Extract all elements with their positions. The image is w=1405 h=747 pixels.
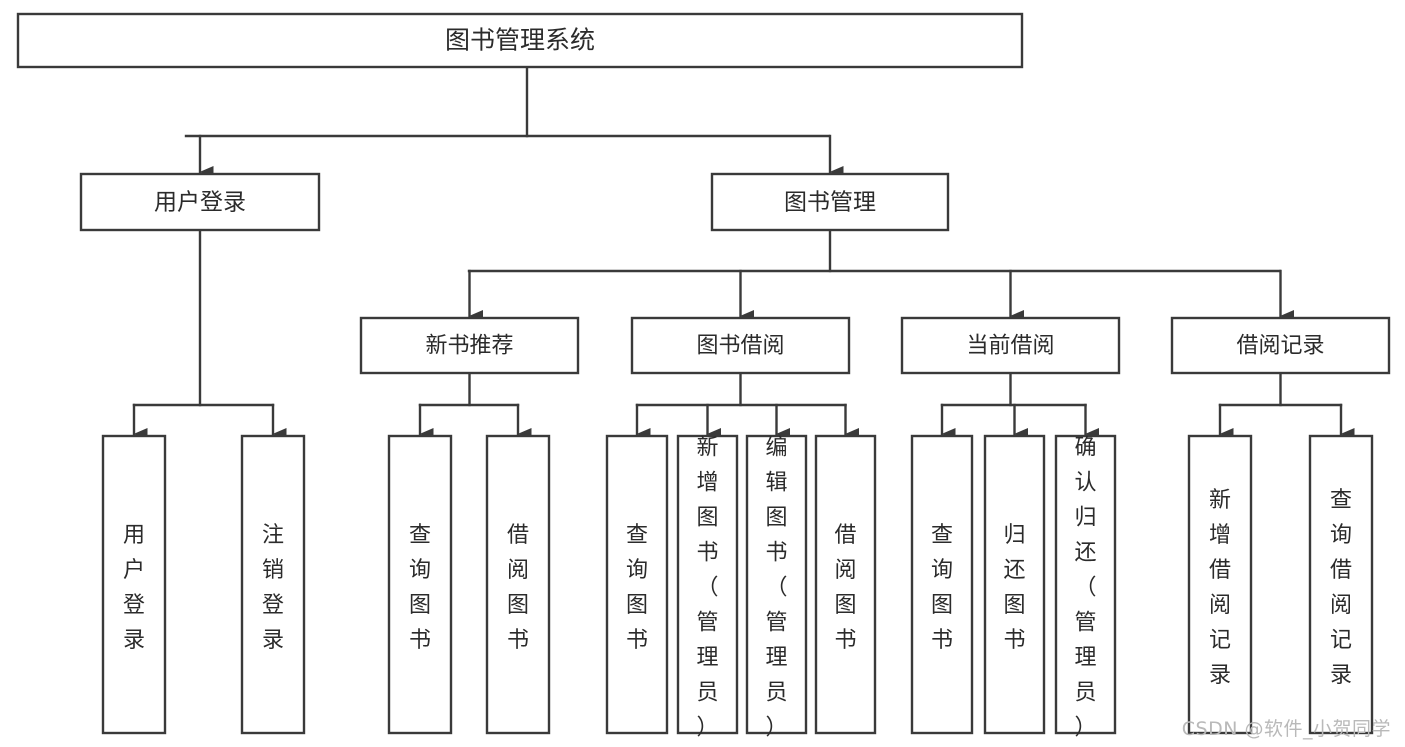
leaf-node-5[interactable]: 新增图书（管理员）	[676, 434, 739, 740]
leaf-node-4[interactable]: 查询图书	[605, 434, 669, 735]
leaf-node-9-label: 归还图书	[1003, 523, 1025, 653]
leaf-node-0[interactable]: 用户登录	[101, 434, 167, 735]
level2-node-3[interactable]: 借阅记录	[1170, 316, 1391, 375]
root-node-book-management-system[interactable]: 图书管理系统	[16, 12, 1024, 69]
leaf-node-8[interactable]: 查询图书	[910, 434, 974, 735]
leaf-node-7[interactable]: 借阅图书	[814, 434, 877, 735]
leaf-node-5-label: 新增图书（管理员）	[696, 435, 718, 740]
level2-node-1[interactable]: 图书借阅	[630, 316, 851, 375]
level1-node-1[interactable]: 图书管理	[710, 172, 950, 232]
leaf-node-8-label: 查询图书	[931, 523, 953, 653]
level2-node-3-label: 借阅记录	[1236, 334, 1324, 359]
leaf-node-1[interactable]: 注销登录	[240, 434, 306, 735]
leaf-node-3-label: 借阅图书	[507, 523, 529, 653]
leaf-node-2[interactable]: 查询图书	[387, 434, 453, 735]
leaf-node-6[interactable]: 编辑图书（管理员）	[745, 434, 808, 740]
node-boxes: 图书管理系统用户登录图书管理新书推荐图书借阅当前借阅借阅记录用户登录注销登录查询…	[16, 12, 1391, 740]
leaf-node-6-label: 编辑图书（管理员）	[765, 435, 787, 740]
leaf-node-0-label: 用户登录	[123, 523, 145, 653]
connector-lines	[132, 65, 1355, 440]
leaf-node-12[interactable]: 查询借阅记录	[1308, 434, 1374, 735]
leaf-node-10-label: 确认归还（管理员）	[1074, 435, 1096, 740]
level2-node-0-label: 新书推荐	[425, 334, 513, 359]
level2-node-2[interactable]: 当前借阅	[900, 316, 1121, 375]
level2-node-0[interactable]: 新书推荐	[359, 316, 580, 375]
level1-node-0[interactable]: 用户登录	[79, 172, 321, 232]
leaf-node-9[interactable]: 归还图书	[983, 434, 1046, 735]
root-node-book-management-system-label: 图书管理系统	[445, 26, 595, 55]
leaf-node-12-label: 查询借阅记录	[1330, 488, 1352, 688]
leaf-node-11[interactable]: 新增借阅记录	[1187, 434, 1253, 735]
leaf-node-4-label: 查询图书	[626, 523, 648, 653]
level1-node-0-label: 用户登录	[154, 190, 246, 216]
leaf-node-7-label: 借阅图书	[834, 523, 856, 653]
leaf-node-2-label: 查询图书	[409, 523, 431, 653]
leaf-node-10[interactable]: 确认归还（管理员）	[1054, 434, 1117, 740]
leaf-node-3[interactable]: 借阅图书	[485, 434, 551, 735]
level2-node-2-label: 当前借阅	[966, 334, 1054, 359]
leaf-node-1-label: 注销登录	[262, 523, 284, 653]
level2-node-1-label: 图书借阅	[696, 334, 784, 359]
level1-node-1-label: 图书管理	[784, 190, 876, 216]
leaf-node-11-label: 新增借阅记录	[1209, 488, 1231, 688]
